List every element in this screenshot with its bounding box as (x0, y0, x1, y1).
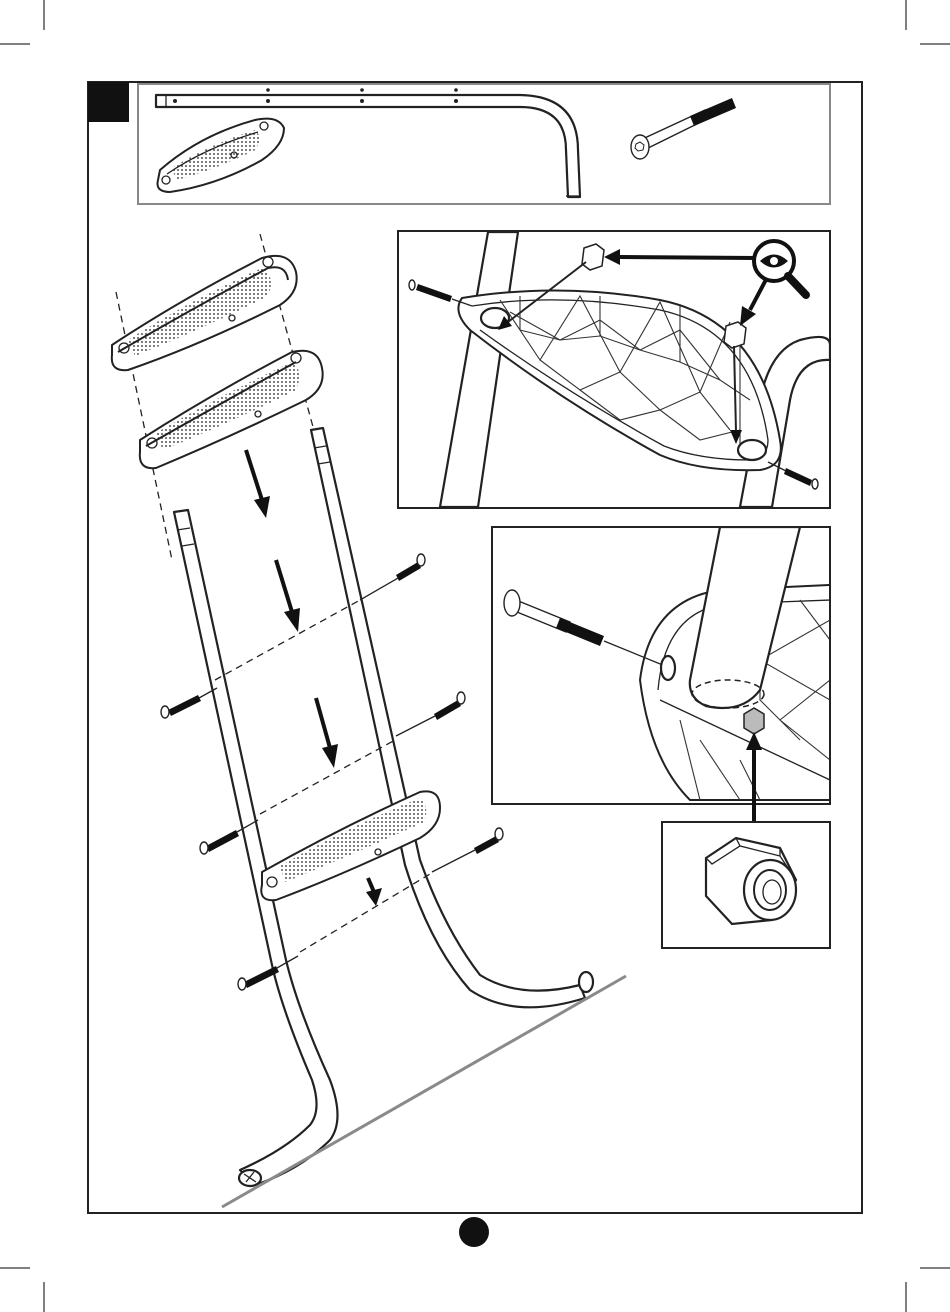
ladder-step-top (112, 256, 297, 370)
ladder-step-part (158, 119, 285, 192)
page-number-badge (459, 1217, 489, 1247)
step-underside-detail (398, 231, 830, 508)
step-badge (88, 82, 129, 122)
ladder-step-second (140, 351, 323, 468)
ground-line (222, 976, 626, 1207)
lock-nut-detail (662, 822, 830, 948)
parts-box (138, 84, 830, 204)
bolt-insertion-detail (492, 527, 830, 822)
hex-nut-icon (706, 838, 796, 924)
bolt-part (631, 98, 736, 159)
